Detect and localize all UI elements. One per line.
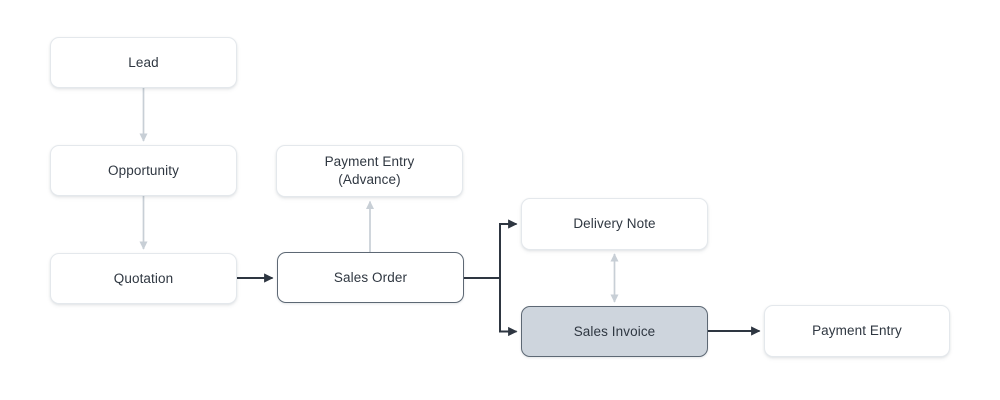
node-delivery-note[interactable]: Delivery Note — [521, 198, 708, 250]
node-opportunity-label: Opportunity — [108, 162, 179, 178]
node-payment-entry-advance[interactable]: Payment Entry (Advance) — [276, 145, 463, 197]
node-sales-order[interactable]: Sales Order — [277, 252, 464, 303]
node-delivery-note-label: Delivery Note — [573, 216, 656, 232]
node-quotation-label: Quotation — [113, 270, 174, 286]
node-opportunity[interactable]: Opportunity — [50, 145, 237, 196]
node-sales-order-label: Sales Order — [333, 269, 408, 285]
edge-sales-order-to-delivery-note — [464, 219, 518, 279]
node-lead-label: Lead — [128, 54, 159, 70]
node-payment-entry-label: Payment Entry — [812, 323, 902, 339]
node-sales-invoice[interactable]: Sales Invoice — [521, 306, 708, 357]
edge-sales-order-to-sales-invoice — [464, 277, 518, 337]
node-sales-invoice-label: Sales Invoice — [573, 323, 656, 339]
node-quotation[interactable]: Quotation — [50, 253, 237, 304]
node-lead[interactable]: Lead — [50, 37, 237, 88]
node-payment-entry-advance-label: Payment Entry (Advance) — [324, 154, 415, 187]
node-payment-entry[interactable]: Payment Entry — [764, 305, 950, 357]
